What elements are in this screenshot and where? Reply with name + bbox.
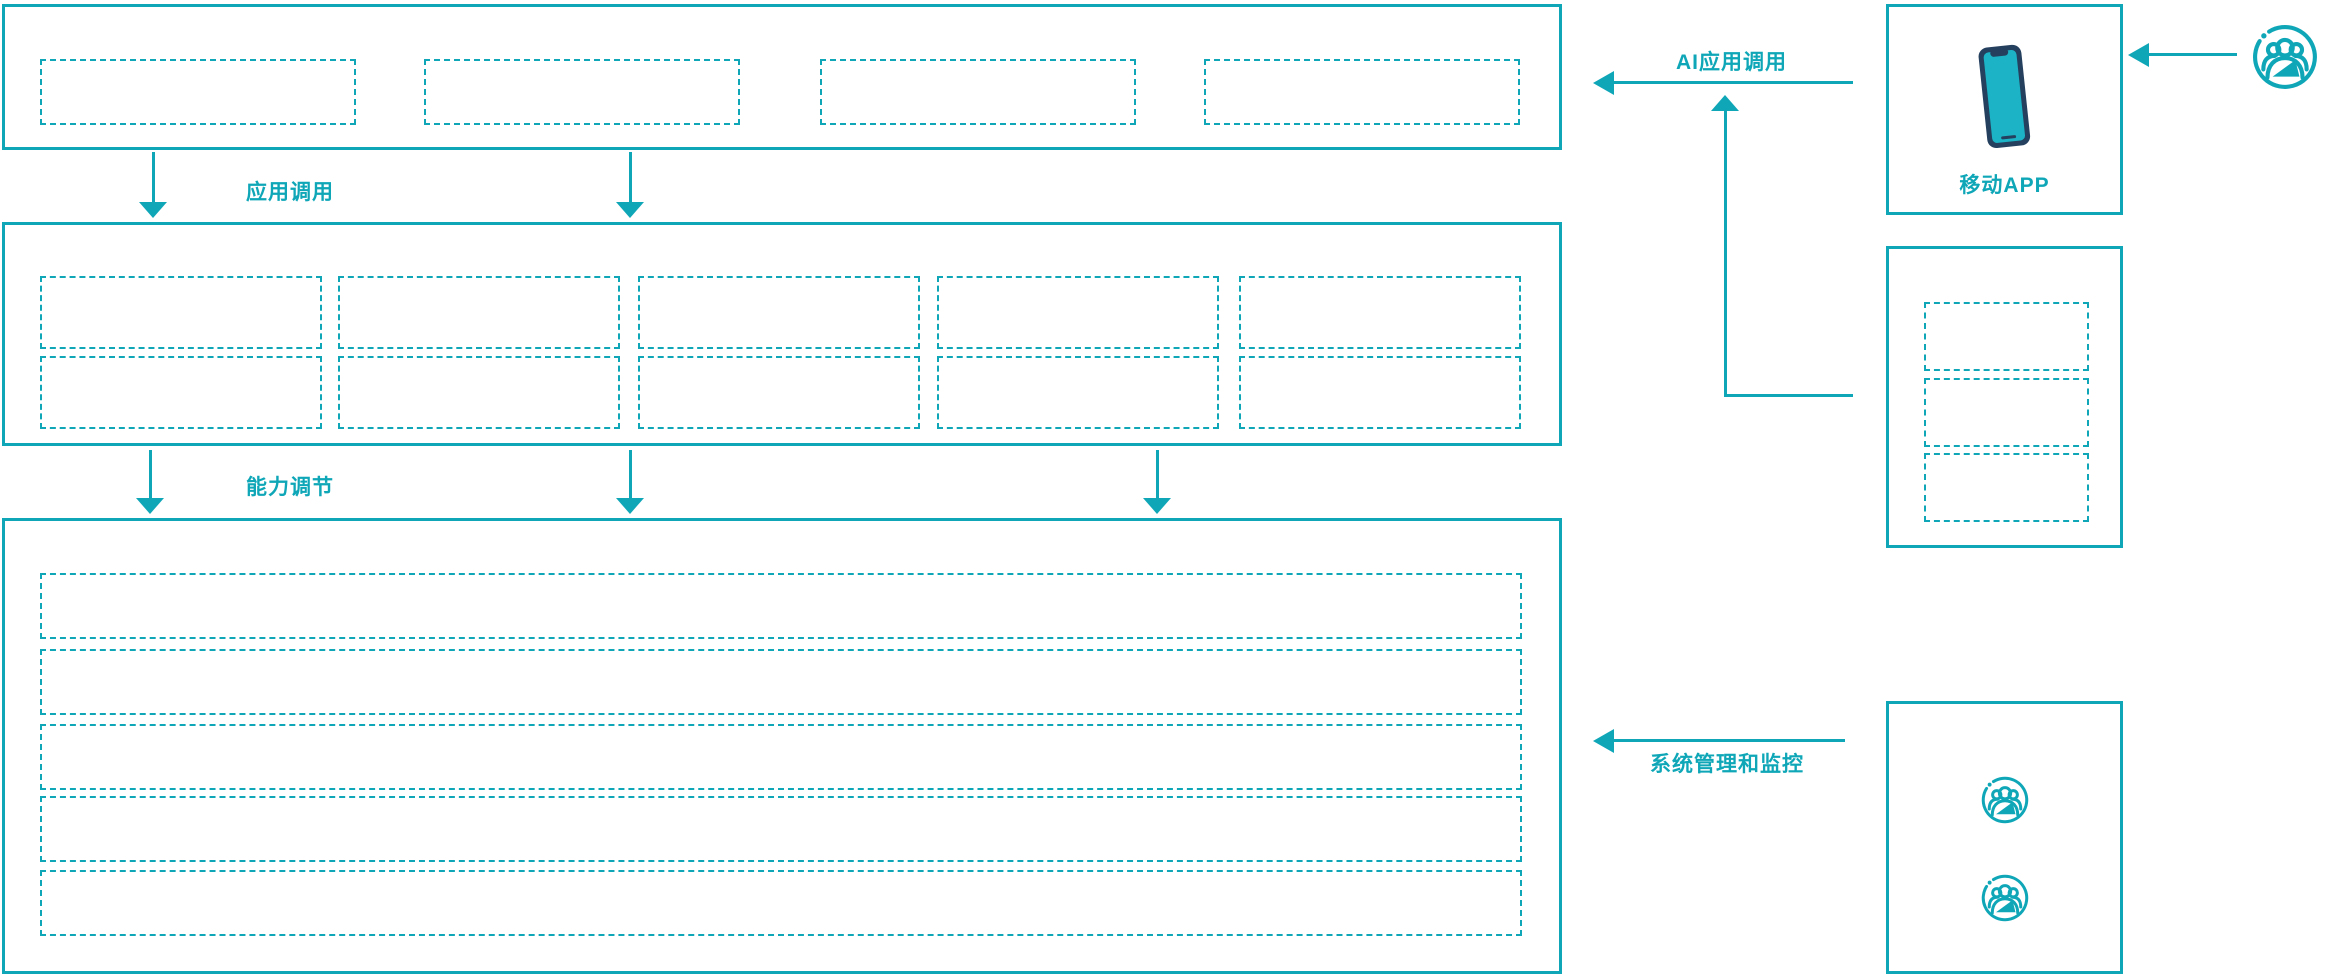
- placeholder-box: [1924, 453, 2089, 522]
- app-layer-panel: [2, 4, 1562, 150]
- down-arrow: [616, 152, 644, 218]
- placeholder-box: [40, 356, 322, 429]
- placeholder-box: [40, 276, 322, 349]
- placeholder-box: [338, 276, 620, 349]
- placeholder-box: [1239, 356, 1521, 429]
- down-arrow: [139, 152, 167, 218]
- connector-horizontal: [1724, 394, 1853, 397]
- users-icon: [1981, 776, 2029, 824]
- placeholder-box: [338, 356, 620, 429]
- placeholder-box: [937, 276, 1219, 349]
- placeholder-row: [40, 649, 1522, 715]
- placeholder-box: [424, 59, 740, 125]
- down-arrow: [136, 450, 164, 514]
- placeholder-box: [937, 356, 1219, 429]
- mobile-app-label: 移动APP: [1959, 174, 2050, 197]
- config-panel: [1886, 246, 2123, 548]
- placeholder-box: [1204, 59, 1520, 125]
- resource-layer-panel: [2, 518, 1562, 974]
- left-arrow: [1593, 71, 1853, 95]
- down-arrow: [616, 450, 644, 514]
- users-icon: [2252, 24, 2318, 90]
- app-call-label: 应用调用: [246, 181, 334, 204]
- connector-vertical: [1724, 110, 1727, 396]
- placeholder-row: [40, 870, 1522, 936]
- placeholder-box: [638, 276, 920, 349]
- placeholder-box: [40, 59, 356, 125]
- placeholder-box: [1924, 378, 2089, 447]
- admin-panel: [1886, 701, 2123, 974]
- placeholder-box: [1239, 276, 1521, 349]
- smartphone-icon: [1965, 41, 2043, 155]
- left-arrow: [2128, 43, 2237, 67]
- left-arrow: [1593, 729, 1845, 753]
- capability-adjust-label: 能力调节: [246, 476, 334, 499]
- mobile-app-panel: 移动APP: [1886, 4, 2123, 215]
- placeholder-box: [1924, 302, 2089, 371]
- users-icon: [1981, 874, 2029, 922]
- system-mgmt-label: 系统管理和监控: [1650, 753, 1804, 776]
- placeholder-box: [638, 356, 920, 429]
- placeholder-row: [40, 573, 1522, 639]
- placeholder-row: [40, 796, 1522, 862]
- capability-layer-panel: [2, 222, 1562, 446]
- ai-app-call-label: AI应用调用: [1676, 51, 1787, 74]
- down-arrow: [1143, 450, 1171, 514]
- up-arrow-head: [1711, 95, 1739, 111]
- placeholder-box: [820, 59, 1136, 125]
- placeholder-row: [40, 724, 1522, 790]
